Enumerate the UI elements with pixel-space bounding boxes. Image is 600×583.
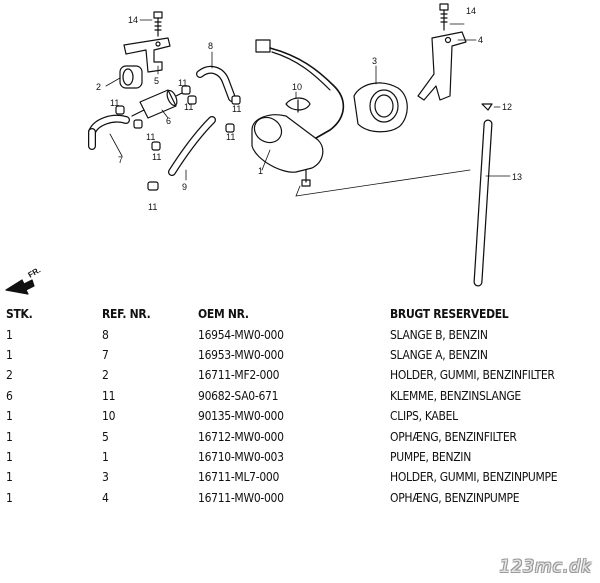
cell-desc: KLEMME, BENZINSLANGE — [390, 388, 521, 403]
hose-clamps-part-11 — [115, 85, 241, 191]
callout-9: 9 — [182, 182, 187, 192]
fuel-filter-part-6 — [131, 89, 185, 119]
cell-desc: CLIPS, KABEL — [390, 409, 458, 424]
cell-ref: 3 — [102, 470, 109, 485]
rubber-holder-part-3 — [353, 82, 408, 133]
cell-qty: 2 — [6, 368, 13, 383]
callout-11-f: 11 — [146, 132, 155, 142]
clip-part-12 — [481, 103, 493, 111]
cell-ref: 7 — [102, 347, 109, 362]
fuel-hose-part-7 — [88, 114, 130, 150]
tube-part-13 — [473, 119, 493, 287]
callout-5: 5 — [154, 76, 159, 86]
callout-11-c: 11 — [184, 102, 193, 112]
callout-12: 12 — [502, 102, 512, 112]
table-row: 6 11 90682-SA0-671 KLEMME, BENZINSLANGE — [6, 386, 596, 406]
callout-labels: 14 2 5 8 11 11 11 11 6 11 11 11 7 9 11 1… — [96, 6, 522, 212]
site-watermark: 123mc.dk — [499, 557, 592, 577]
callout-2: 2 — [96, 82, 101, 92]
cell-qty: 1 — [6, 347, 13, 362]
parts-list-table: STK. REF. NR. OEM NR. BRUGT RESERVEDEL 1… — [6, 304, 596, 508]
callout-14-right: 14 — [466, 6, 476, 16]
cell-ref: 10 — [102, 409, 116, 424]
cell-oem: 16711-ML7-000 — [198, 470, 280, 485]
cell-desc: HOLDER, GUMMI, BENZINFILTER — [390, 368, 555, 383]
cell-oem: 90135-MW0-000 — [198, 409, 284, 424]
exploded-parts-diagram: 14 2 5 8 11 11 11 11 6 11 11 11 7 9 11 1… — [5, 3, 522, 295]
callout-13: 13 — [512, 172, 522, 182]
cell-oem: 16953-MW0-000 — [198, 347, 284, 362]
fuel-hose-part-9 — [168, 116, 216, 176]
cell-desc: OPHÆNG, BENZINPUMPE — [390, 490, 520, 505]
cell-desc: OPHÆNG, BENZINFILTER — [390, 429, 517, 444]
column-header-oem: OEM NR. — [198, 307, 249, 322]
callout-6: 6 — [166, 116, 171, 126]
callout-11-a: 11 — [110, 98, 119, 108]
table-row: 1 4 16711-MW0-000 OPHÆNG, BENZINPUMPE — [6, 488, 596, 508]
cell-ref: 8 — [102, 327, 109, 342]
cable-clip-part-10 — [285, 97, 311, 113]
callout-11-h: 11 — [148, 202, 157, 212]
cell-ref: 2 — [102, 368, 109, 383]
cell-ref: 5 — [102, 429, 109, 444]
column-header-desc: BRUGT RESERVEDEL — [390, 307, 509, 322]
cell-qty: 1 — [6, 490, 13, 505]
callout-11-b: 11 — [178, 78, 187, 88]
rubber-holder-part-2 — [119, 65, 143, 89]
cell-desc: HOLDER, GUMMI, BENZINPUMPE — [390, 470, 558, 485]
filter-bracket-part-5 — [123, 37, 171, 73]
callout-11-e: 11 — [226, 132, 235, 142]
fuel-pump-part-1 — [251, 114, 324, 187]
cell-oem: 16711-MW0-000 — [198, 490, 284, 505]
cell-oem: 16712-MW0-000 — [198, 429, 284, 444]
callout-11-g: 11 — [152, 152, 161, 162]
column-header-ref: REF. NR. — [102, 307, 151, 322]
column-header-qty: STK. — [6, 307, 33, 322]
cell-qty: 6 — [6, 388, 13, 403]
table-row: 2 2 16711-MF2-000 HOLDER, GUMMI, BENZINF… — [6, 365, 596, 385]
table-row: 1 5 16712-MW0-000 OPHÆNG, BENZINFILTER — [6, 426, 596, 446]
pump-bracket-part-4 — [417, 31, 467, 101]
fuel-hose-part-8 — [196, 65, 236, 102]
cell-ref: 4 — [102, 490, 109, 505]
cell-qty: 1 — [6, 429, 13, 444]
front-direction-arrow-icon — [5, 279, 35, 295]
callout-10: 10 — [292, 82, 302, 92]
bolt-part-14-left — [153, 11, 163, 37]
cell-oem: 90682-SA0-671 — [198, 388, 279, 403]
callout-14-left: 14 — [128, 15, 138, 25]
cell-desc: SLANGE B, BENZIN — [390, 327, 488, 342]
table-row: 1 10 90135-MW0-000 CLIPS, KABEL — [6, 406, 596, 426]
front-direction-label: FR. — [27, 265, 43, 279]
table-row: 1 7 16953-MW0-000 SLANGE A, BENZIN — [6, 345, 596, 365]
callout-3: 3 — [372, 56, 377, 66]
table-row: 1 3 16711-ML7-000 HOLDER, GUMMI, BENZINP… — [6, 467, 596, 487]
cell-ref: 11 — [102, 388, 116, 403]
cell-qty: 1 — [6, 409, 13, 424]
callout-8: 8 — [208, 41, 213, 51]
callout-7: 7 — [118, 155, 123, 165]
cell-qty: 1 — [6, 470, 13, 485]
cell-oem: 16954-MW0-000 — [198, 327, 284, 342]
table-header-row: STK. REF. NR. OEM NR. BRUGT RESERVEDEL — [6, 304, 596, 324]
callout-4: 4 — [478, 35, 483, 45]
bolt-part-14-right — [439, 3, 449, 31]
cell-qty: 1 — [6, 449, 13, 464]
cell-desc: SLANGE A, BENZIN — [390, 347, 488, 362]
table-row: 1 1 16710-MW0-003 PUMPE, BENZIN — [6, 447, 596, 467]
leader-lines — [105, 19, 511, 197]
callout-11-d: 11 — [232, 104, 241, 114]
cell-ref: 1 — [102, 449, 109, 464]
table-row: 1 8 16954-MW0-000 SLANGE B, BENZIN — [6, 324, 596, 344]
cell-desc: PUMPE, BENZIN — [390, 449, 471, 464]
cell-oem: 16710-MW0-003 — [198, 449, 284, 464]
cell-oem: 16711-MF2-000 — [198, 368, 280, 383]
wire-harness — [255, 39, 345, 139]
cell-qty: 1 — [6, 327, 13, 342]
callout-1: 1 — [258, 166, 263, 176]
